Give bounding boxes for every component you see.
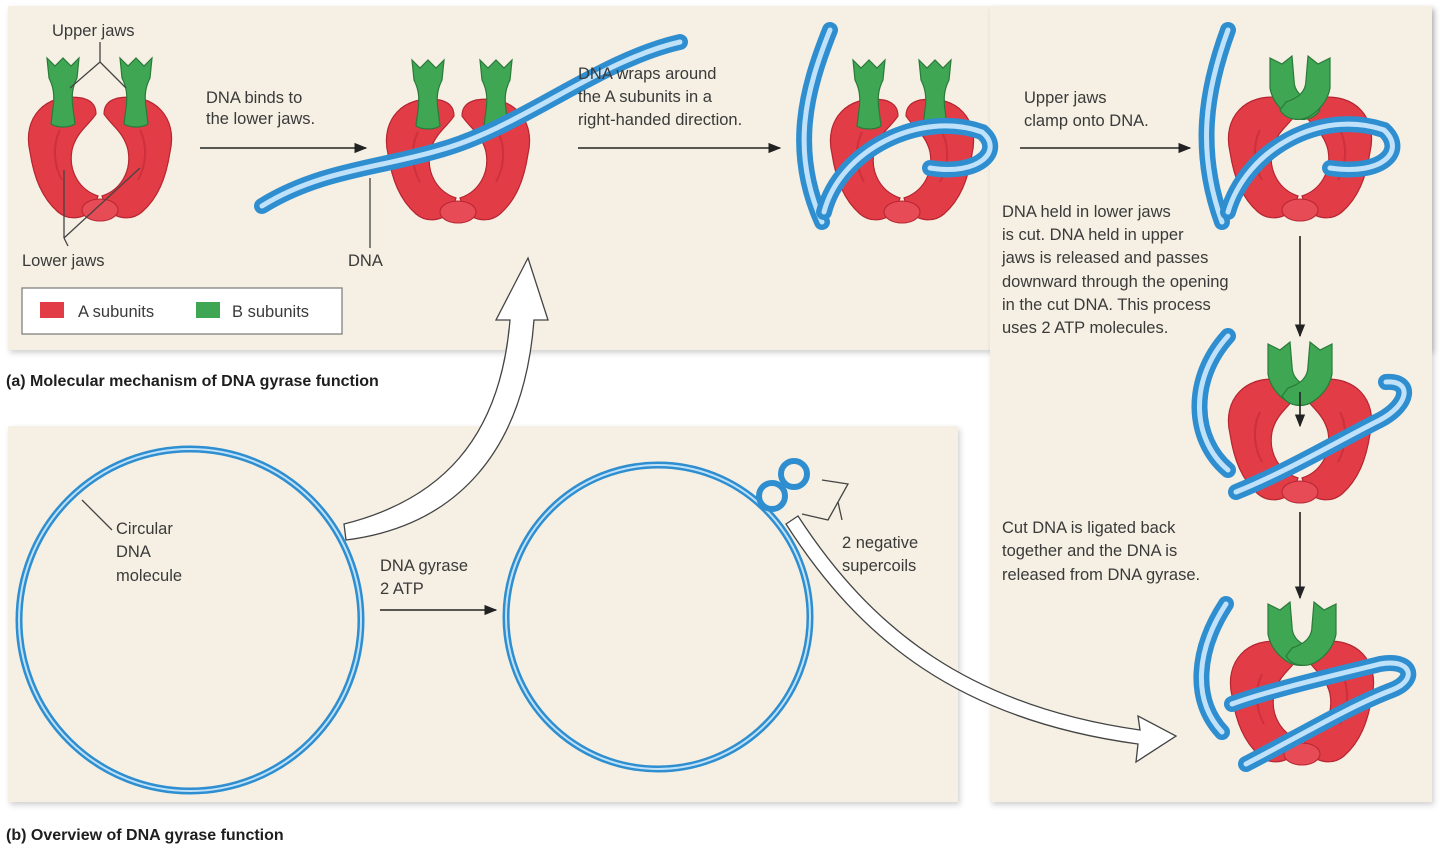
step-cut-text: DNA held in lower jaws is cut. DNA held … (1001, 203, 1233, 337)
upper-jaws-leader-lines (69, 42, 127, 89)
zoom-arrow-to-mechanism (343, 256, 549, 541)
lower-jaws-label: Lower jaws (22, 252, 105, 270)
circular-dna-leader (81, 499, 113, 531)
dna-label: DNA (348, 252, 383, 270)
gyrase-strand-passage-stage5 (1191, 328, 1412, 504)
gyrase-atp-label: DNA gyrase 2 ATP (380, 557, 473, 598)
upper-jaws-label: Upper jaws (52, 22, 135, 40)
zoom-arrow-to-released (785, 515, 1178, 764)
gyrase-dna-wrapped-stage3 (796, 22, 999, 230)
step-ligate-text: Cut DNA is ligated back together and the… (1002, 519, 1200, 584)
panel-a-caption: (a) Molecular mechanism of DNA gyrase fu… (6, 373, 379, 390)
panel-b-caption: (b) Overview of DNA gyrase function (6, 827, 284, 844)
legend-b-swatch (196, 302, 220, 318)
step-clamp-text: Upper jaws clamp onto DNA. (1024, 89, 1149, 130)
legend-b-label: B subunits (232, 303, 309, 321)
panel-b-background (8, 426, 958, 802)
circular-dna-label: Circular DNA molecule (116, 520, 182, 585)
circular-dna-supercoiled (502, 458, 814, 773)
gyrase-dna-bound-stage2 (254, 34, 688, 224)
gyrase-released-stage6 (1193, 596, 1417, 772)
supercoil-loop-1 (756, 480, 788, 512)
subunit-legend: A subunits B subunits (21, 287, 343, 335)
supercoil-label: 2 negative supercoils (842, 534, 923, 575)
step-binds-text: DNA binds to the lower jaws. (206, 89, 315, 128)
gyrase-clamped-stage4 (1198, 22, 1401, 230)
legend-a-label: A subunits (78, 303, 154, 321)
step-wraps-text: DNA wraps around the A subunits in a rig… (578, 65, 742, 129)
supercoil-loop-2 (778, 458, 810, 490)
lower-jaws-leader-lines (63, 167, 141, 247)
legend-a-swatch (40, 302, 64, 318)
